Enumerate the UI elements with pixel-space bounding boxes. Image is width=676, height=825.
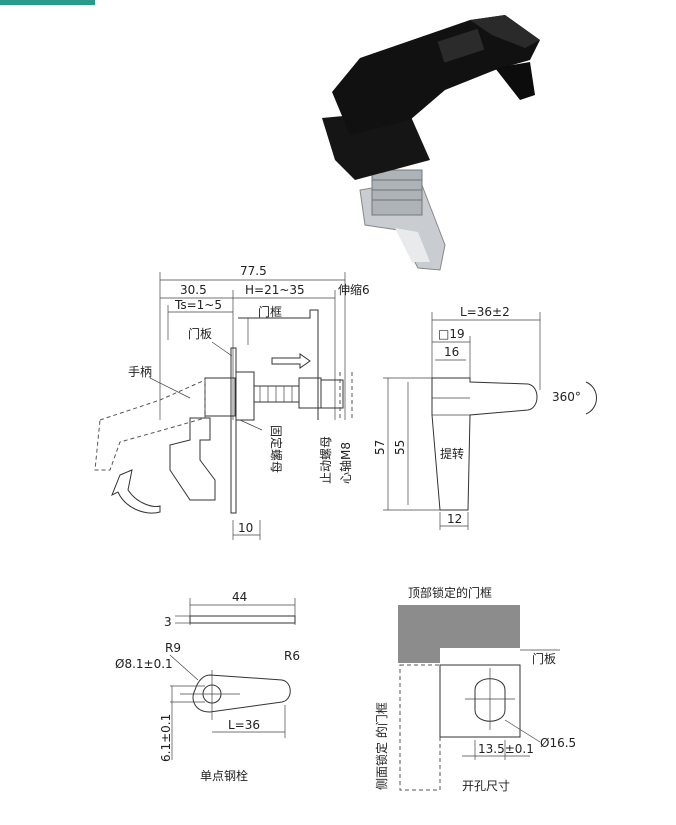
label-shaft: 心轴M8 [338, 442, 353, 484]
latch-view: 44 3 R9 R6 Ø8.1±0.1 6.1±0.1 L=36 单点钢栓 [115, 590, 300, 783]
label-handle: 手柄 [128, 365, 152, 379]
handle-photo [322, 15, 540, 271]
dim-h57: 57 [373, 440, 387, 455]
cutout-caption: 开孔尺寸 [462, 779, 510, 793]
label-r9: R9 [165, 641, 181, 655]
label-cut-door-panel: 门板 [532, 651, 556, 666]
dim-latch-height: 6.1±0.1 [159, 714, 173, 762]
dim-left-part: 30.5 [180, 283, 207, 297]
dim-ts: Ts=1~5 [174, 298, 222, 312]
dim-bottom: 10 [238, 521, 253, 535]
label-bore: Ø8.1±0.1 [115, 657, 173, 671]
front-view: L=36±2 □19 16 提转 57 55 12 360° [373, 305, 597, 530]
header-bar [0, 0, 95, 5]
side-view: 77.5 30.5 H=21~35 伸缩6 Ts=1~5 门框 门板 [94, 264, 370, 540]
dim-cut-dia: Ø16.5 [540, 736, 576, 750]
rotate-arrow-icon [111, 469, 161, 514]
dim-latch-len: L=36 [228, 718, 260, 732]
label-stroke: 伸缩6 [338, 282, 370, 297]
dim-width16: 16 [444, 345, 459, 359]
dim-overall: 77.5 [240, 264, 267, 278]
label-door-panel: 门板 [188, 326, 212, 341]
dim-length: L=36±2 [460, 305, 510, 319]
cutout-view: 顶部锁定的门框 门板 侧面锁定 的门框 Ø16.5 13.5±0.1 开孔尺寸 [374, 585, 576, 793]
label-top-frame: 顶部锁定的门框 [408, 585, 492, 600]
latch-caption: 单点钢栓 [200, 768, 248, 783]
dim-w12: 12 [447, 512, 462, 526]
label-rotation: 360° [552, 390, 581, 404]
label-lift-turn: 提转 [440, 446, 464, 461]
label-door-frame: 门框 [258, 304, 282, 319]
dim-latch-thick: 3 [164, 615, 172, 629]
dim-square: □19 [438, 327, 465, 341]
label-stop-nut: 止动螺母 [319, 436, 333, 484]
dim-cut-flat: 13.5±0.1 [478, 742, 534, 756]
label-side-frame: 侧面锁定 的门框 [374, 702, 389, 790]
label-r6: R6 [284, 649, 300, 663]
dim-handle-range: H=21~35 [245, 283, 305, 297]
dim-h55: 55 [393, 440, 407, 455]
label-fixing-nut: 固定螺母 [269, 425, 284, 473]
rotation-arrow-icon [585, 381, 597, 415]
dim-latch-width: 44 [232, 590, 247, 604]
